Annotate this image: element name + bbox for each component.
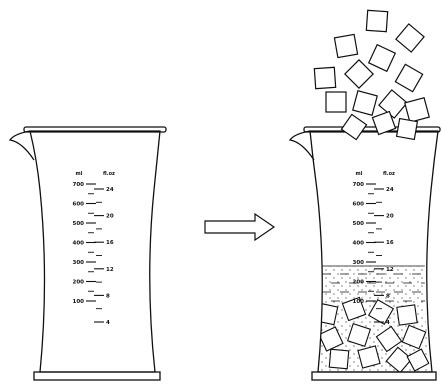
ice-cube [313,66,337,90]
floz-tick-label: 16 [106,240,114,246]
ice-cube [395,117,419,141]
ice-cube [406,348,430,372]
ice-cube [404,97,430,123]
floz-tick-label: 8 [106,293,110,299]
ml-tick-label: 200 [353,280,365,286]
ice-cube [367,298,395,326]
right-jug: ml fl.oz 700 600 500 400 300 200 100 24 20 16 12 8 4 [288,9,441,381]
floz-tick-label: 24 [106,187,114,193]
left-jug-scale: ml fl.oz 700 600 500 400 300 200 100 24 20 16 12 8 4 [73,171,116,326]
ice-cube [341,296,367,322]
floz-tick-label: 8 [386,293,390,299]
ice-cube [352,90,378,116]
right-jug-base [311,371,437,381]
right-jug-spout [288,130,315,161]
ice-cube [357,345,381,369]
falling-ice-cubes [313,9,430,141]
ice-cube [318,326,344,352]
ml-tick-label: 600 [353,202,365,208]
ice-cube [365,9,389,33]
ml-tick-label: 700 [73,182,85,188]
floz-unit-label: fl.oz [383,171,395,177]
ice-cube [385,346,413,372]
ml-tick-label: 500 [73,221,85,227]
left-jug-rim [23,126,167,133]
floz-tick-label: 12 [106,267,114,273]
ice-cube [394,63,424,93]
ice-cube [378,89,408,119]
left-jug-spout [8,130,35,161]
floz-tick-label: 4 [386,320,390,326]
right-jug-rim [303,126,441,133]
ice-cube [344,59,374,89]
ice-cube [315,302,339,326]
ice-cube [340,113,368,141]
right-jug-scale: ml fl.oz 700 600 500 400 300 200 100 24 20 16 12 8 4 [353,171,396,326]
ml-unit-label: ml [356,171,363,177]
ml-tick-label: 300 [73,260,85,266]
ml-tick-label: 100 [353,299,365,305]
ice-cube [396,304,418,326]
floz-tick-label: 12 [386,267,394,273]
floz-tick-label: 16 [386,240,394,246]
ml-tick-label: 400 [73,241,85,247]
left-jug-body [29,130,161,373]
floz-tick-label: 24 [386,187,394,193]
ice-cube [371,110,397,136]
ice-cube [328,348,350,370]
left-jug: ml fl.oz 700 600 500 400 300 200 100 24 20 16 12 8 4 [8,126,167,381]
ice-cube [395,23,425,53]
left-jug-base [33,371,161,381]
ml-tick-label: 600 [73,202,85,208]
floz-unit-label: fl.oz [103,171,115,177]
floz-tick-label: 20 [106,214,114,220]
liquid [310,265,436,372]
ml-tick-label: 500 [353,221,365,227]
ice-cube [375,325,403,353]
ml-tick-label: 300 [353,260,365,266]
ml-tick-label: 700 [353,182,365,188]
ice-cube [367,43,397,73]
ice-cube [346,322,372,348]
arrow-right-icon [204,212,276,242]
ml-unit-label: ml [76,171,83,177]
ml-tick-label: 200 [73,280,85,286]
floz-tick-label: 4 [106,320,110,326]
ice-cube [401,324,427,350]
ice-cube [333,33,359,59]
ml-tick-label: 400 [353,241,365,247]
floz-tick-label: 20 [386,214,394,220]
ice-cube [325,91,347,113]
ml-tick-label: 100 [73,299,85,305]
